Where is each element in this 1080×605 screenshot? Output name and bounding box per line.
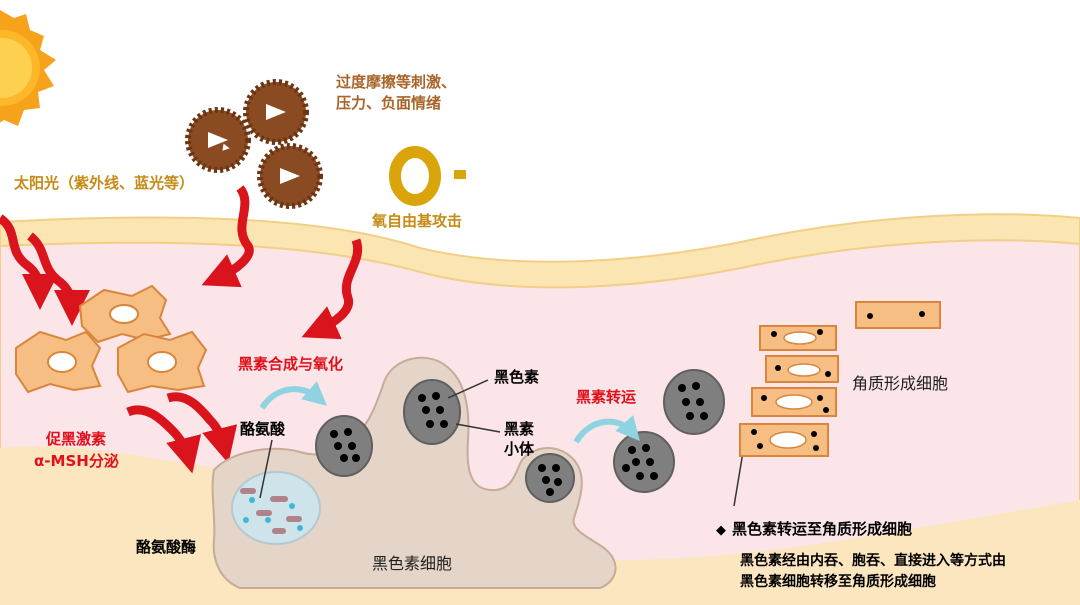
tyrosinase-nucleus xyxy=(231,471,321,545)
msh-label-line2: α-MSH分泌 xyxy=(34,452,119,470)
diamond-bullet-icon: ◆ xyxy=(716,523,726,538)
transport-label: 黑素转运 xyxy=(576,388,637,406)
note-title: ◆ 黑色素转运至角质形成细胞 xyxy=(716,520,912,540)
tyrosinase-label: 酪氨酸酶 xyxy=(136,538,197,556)
melanosome-1 xyxy=(315,415,373,477)
msh-label-line1: 促黑激素 xyxy=(46,430,107,448)
melanosome-4 xyxy=(613,431,675,493)
msh-arrow-2 xyxy=(166,392,238,464)
tyrosine-label: 酪氨酸 xyxy=(240,420,286,438)
friction-label-line1: 过度摩擦等刺激、 xyxy=(336,73,457,91)
note-line2: 黑色素细胞转移至角质形成细胞 xyxy=(740,574,936,590)
melanin-label: 黑色素 xyxy=(494,368,540,386)
transport-arrow xyxy=(573,415,640,444)
friction-arrow xyxy=(201,185,254,288)
keratinocyte-label: 角质形成细胞 xyxy=(852,374,949,393)
melanin-pointer xyxy=(447,379,489,399)
synthesis-label: 黑素合成与氧化 xyxy=(238,355,344,373)
note-title-text: 黑色素转运至角质形成细胞 xyxy=(732,520,913,538)
keratinocyte-cells xyxy=(739,301,941,457)
note-line1: 黑色素经由内吞、胞吞、直接进入等方式由 xyxy=(740,553,1006,569)
melanosome-5 xyxy=(663,369,725,435)
synthesis-arrow xyxy=(259,381,328,410)
free-radical-label: 氧自由基攻击 xyxy=(372,212,463,230)
pollen-particles-icon xyxy=(185,79,323,209)
melanosome-3 xyxy=(525,453,575,503)
melanocyte-label: 黑色素细胞 xyxy=(372,554,453,573)
sun-arrow-2 xyxy=(26,232,90,326)
sun-arrow-1 xyxy=(0,214,58,310)
sun-icon xyxy=(0,10,56,126)
radical-arrow xyxy=(301,238,363,340)
stimulated-cells xyxy=(15,284,208,394)
melanosome-label-line2: 小体 xyxy=(504,440,535,458)
sunlight-label: 太阳光（紫外线、蓝光等） xyxy=(14,174,195,192)
msh-arrow-1 xyxy=(126,405,202,474)
friction-label-line2: 压力、负面情绪 xyxy=(336,94,442,112)
melanosome-2 xyxy=(403,379,461,445)
free-radical-icon xyxy=(389,146,466,206)
melanosome-label-line1: 黑素 xyxy=(504,420,535,438)
melanosome-pointer xyxy=(455,423,501,433)
tyrosine-pointer xyxy=(259,439,273,499)
